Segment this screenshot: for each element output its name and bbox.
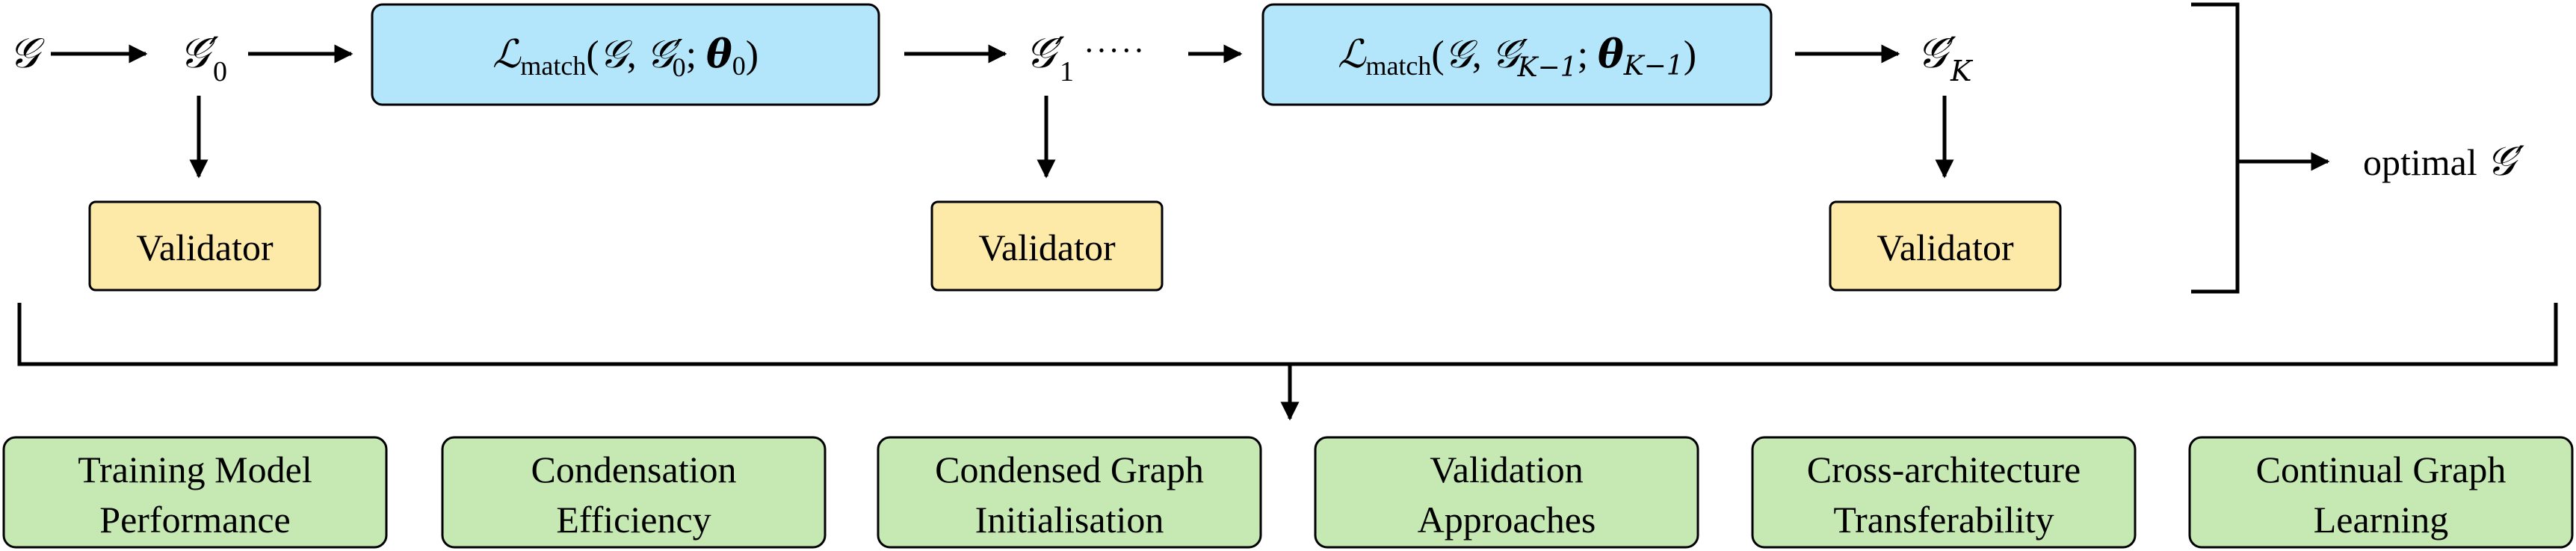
area-box-5: Cross-architecture Transferability xyxy=(1751,436,2137,549)
area-3-line-1: Condensed Graph xyxy=(935,449,1204,490)
area-1-line-1: Training Model xyxy=(78,449,312,490)
area-2-line-1: Condensation xyxy=(531,449,737,490)
svg-text:𝒢′: 𝒢′ xyxy=(179,29,219,78)
area-5-line-2: Transferability xyxy=(1833,499,2054,541)
graph-g1-prime: 𝒢′ 1 xyxy=(1025,29,1074,87)
svg-text:K: K xyxy=(1950,55,1974,87)
loss-expression-1: ℒmatch(𝒢, 𝒢′0; θ0) xyxy=(492,31,759,82)
validator-label-2: Validator xyxy=(978,227,1116,268)
area-box-4: Validation Approaches xyxy=(1314,436,1699,549)
validator-box-3 xyxy=(1829,200,2062,292)
validator-box-1 xyxy=(88,200,321,292)
loss-expression-2: ℒmatch(𝒢, 𝒢′K−1; θK−1) xyxy=(1338,31,1696,83)
ellipsis: ····· xyxy=(1084,32,1146,69)
area-2-line-2: Efficiency xyxy=(556,499,711,541)
area-6-line-2: Learning xyxy=(2314,499,2448,541)
area-5-line-1: Cross-architecture xyxy=(1807,449,2081,490)
area-box-3: Condensed Graph Initialisation xyxy=(877,436,1262,549)
area-3-line-2: Initialisation xyxy=(975,499,1164,541)
loss-box-1 xyxy=(371,3,880,106)
graph-g-label: 𝒢 xyxy=(9,29,45,78)
validator-label-3: Validator xyxy=(1877,227,2014,268)
area-4-line-2: Approaches xyxy=(1418,499,1596,541)
area-box-6: Continual Graph Learning xyxy=(2188,436,2574,549)
area-4-line-1: Validation xyxy=(1430,449,1584,490)
area-box-1: Training Model Performance xyxy=(2,436,388,549)
graph-g0-prime: 𝒢′ 0 xyxy=(179,29,227,87)
loss-box-2 xyxy=(1261,3,1773,106)
right-bracket xyxy=(2191,2,2240,294)
svg-text:𝒢′: 𝒢′ xyxy=(1917,29,1956,78)
svg-text:1: 1 xyxy=(1060,56,1074,87)
area-1-line-2: Performance xyxy=(99,499,290,541)
area-6-line-1: Continual Graph xyxy=(2256,449,2506,490)
optimal-label: optimal 𝒢′ xyxy=(2363,138,2524,185)
graph-gk-prime: 𝒢′ K xyxy=(1917,29,1974,87)
bottom-bracket xyxy=(17,303,2558,366)
svg-text:𝒢′: 𝒢′ xyxy=(1025,29,1065,78)
area-box-2: Condensation Efficiency xyxy=(441,436,827,549)
validator-label-1: Validator xyxy=(136,227,274,268)
validator-box-2 xyxy=(930,200,1164,292)
svg-text:0: 0 xyxy=(213,56,227,87)
